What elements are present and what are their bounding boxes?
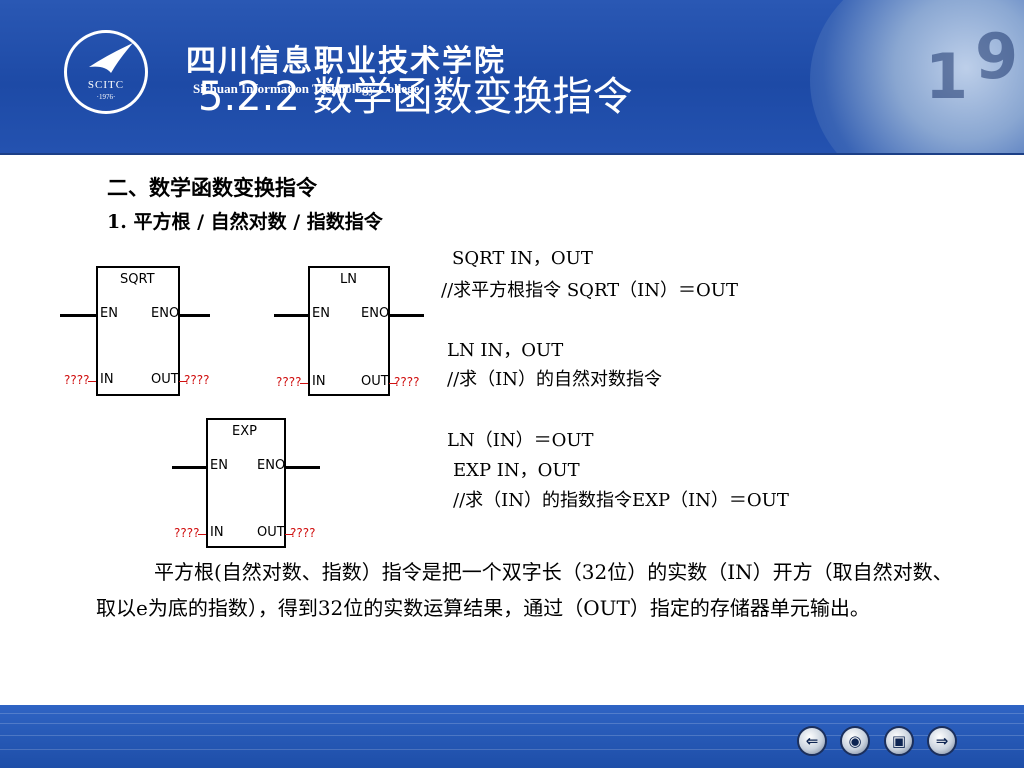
sqrt-comment: //求平方根指令 SQRT（IN）＝OUT	[441, 280, 738, 301]
in-value: ????	[64, 373, 90, 387]
in-pin: IN	[312, 374, 326, 389]
block-name: SQRT	[120, 272, 155, 287]
exp-syntax: EXP IN，OUT	[453, 460, 580, 481]
out-value: ????	[184, 373, 210, 387]
eno-pin: ENO	[361, 306, 390, 321]
en-pin: EN	[100, 306, 118, 321]
out-pin: OUT	[151, 372, 179, 387]
header-banner: 1 9 SCITC ·1976· 四川信息职业技术学院 5.2.2 数学函数变换…	[0, 0, 1024, 153]
footer-stripe	[0, 723, 1024, 724]
out-pin: OUT	[257, 525, 285, 540]
previous-icon: ⇐	[805, 732, 819, 750]
ln-formula: LN（IN）＝OUT	[447, 430, 594, 451]
footer-stripe	[0, 713, 1024, 714]
clock-decoration	[810, 0, 1024, 153]
home-icon: ◉	[848, 732, 862, 750]
home-button[interactable]: ◉	[840, 726, 870, 756]
block-name: EXP	[232, 424, 257, 439]
school-logo: SCITC ·1976·	[64, 30, 148, 114]
in-wire	[300, 383, 308, 384]
out-value: ????	[290, 526, 316, 540]
clock-numeral: 9	[975, 20, 1019, 93]
logo-text: SCITC	[87, 79, 125, 91]
footer-stripe	[0, 749, 1024, 750]
en-pin: EN	[210, 458, 228, 473]
next-button[interactable]: ⇒	[927, 726, 957, 756]
clock-numeral: 1	[925, 40, 969, 113]
in-wire	[88, 381, 96, 382]
in-wire	[198, 534, 206, 535]
eno-pin: ENO	[151, 306, 180, 321]
slide-title: 5.2.2 数学函数变换指令	[198, 74, 633, 120]
previous-button[interactable]: ⇐	[797, 726, 827, 756]
menu-icon: ▣	[891, 732, 907, 750]
menu-button[interactable]: ▣	[884, 726, 914, 756]
next-icon: ⇒	[935, 732, 949, 750]
out-value: ????	[394, 375, 420, 389]
sqrt-syntax: SQRT IN，OUT	[452, 248, 593, 269]
block-name: LN	[340, 272, 357, 287]
out-wire	[179, 381, 187, 382]
explanation-paragraph: 平方根(自然对数、指数）指令是把一个双字长（32位）的实数（IN）开方（取自然对…	[96, 560, 953, 620]
section-heading: 二、数学函数变换指令	[107, 175, 317, 200]
output-wire	[178, 314, 210, 317]
school-name-chinese: 四川信息职业技术学院	[186, 44, 506, 79]
logo-year: ·1976·	[96, 93, 116, 101]
subsection-heading: 1. 平方根 / 自然对数 / 指数指令	[107, 211, 383, 233]
function-box	[206, 418, 286, 548]
footer-bar	[0, 705, 1024, 768]
in-value: ????	[276, 375, 302, 389]
exp-comment: //求（IN）的指数指令EXP（IN）＝OUT	[453, 490, 789, 511]
output-wire	[284, 466, 320, 469]
header-divider	[0, 153, 1024, 155]
function-box	[96, 266, 180, 396]
in-pin: IN	[210, 525, 224, 540]
output-wire	[388, 314, 424, 317]
in-value: ????	[174, 526, 200, 540]
out-wire	[389, 383, 397, 384]
out-wire	[285, 534, 293, 535]
enable-wire	[274, 314, 310, 317]
footer-stripe	[0, 735, 1024, 736]
function-box	[308, 266, 390, 396]
sqrt-function-block: SQRT EN ENO IN OUT ???? ????	[58, 266, 218, 400]
ln-comment: //求（IN）的自然对数指令	[447, 369, 662, 390]
school-name-english: Sichuan Information Technology College	[193, 81, 420, 96]
in-pin: IN	[100, 372, 114, 387]
bird-icon	[89, 43, 133, 73]
enable-wire	[172, 466, 208, 469]
en-pin: EN	[312, 306, 330, 321]
eno-pin: ENO	[257, 458, 286, 473]
ln-syntax: LN IN，OUT	[447, 340, 564, 361]
ln-function-block: LN EN ENO IN OUT ???? ????	[272, 266, 432, 400]
enable-wire	[60, 314, 98, 317]
exp-function-block: EXP EN ENO IN OUT ???? ????	[170, 418, 330, 552]
out-pin: OUT	[361, 374, 389, 389]
